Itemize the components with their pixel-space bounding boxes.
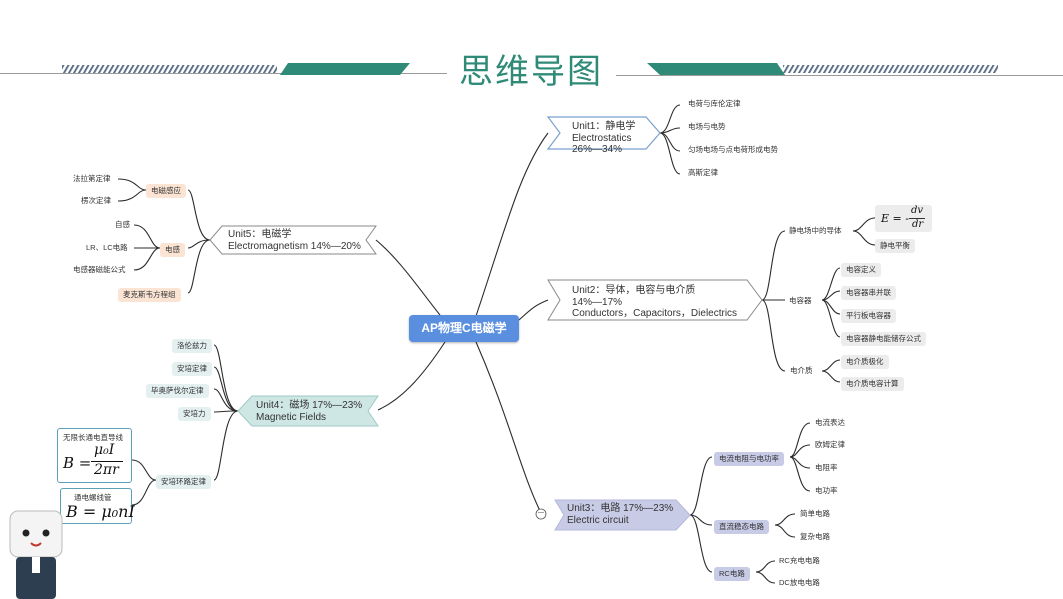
unit2-cap-item[interactable]: 电容定义 [841,263,881,277]
formula-straight-wire-bar [91,461,123,462]
unit3-group[interactable]: 电流电阻与电功率 [714,452,784,466]
unit5-label[interactable]: Unit5：电磁学 Electromagnetism 14%—20% [228,229,361,252]
formula-solenoid: 通电螺线管 B = μ₀nI [60,488,135,524]
link-unit1 [475,132,549,317]
mascot-eye-right [42,529,50,537]
unit2-shape [547,279,763,321]
unit4-item[interactable]: 安培力 [178,407,211,421]
unit3-subtitle: Electric circuit [567,514,629,526]
collapse-circle [535,508,547,520]
unit1-label[interactable]: Unit1：静电学 Electrostatics 26%—34% [572,121,635,156]
unit4-item[interactable]: 安培定律 [172,362,212,376]
unit1-title: Unit1：静电学 [572,121,636,132]
unit1-item[interactable]: 电场与电势 [688,122,726,131]
unit3-item[interactable]: 简单电路 [800,509,830,518]
unit5-ind-item[interactable]: 法拉第定律 [73,174,111,183]
unit3-item[interactable]: 复杂电路 [800,532,830,541]
unit4-item[interactable]: 洛伦兹力 [172,339,212,353]
link-unit3 [475,341,542,514]
unit1-item[interactable]: 电荷与库伦定律 [688,99,741,108]
unit1-subtitle: Electrostatics [572,132,632,144]
header-right-line [616,75,1063,76]
formula-straight-wire-lhs: B = [63,454,92,472]
unit5-indc-item[interactable]: LR、LC电路 [86,243,128,252]
unit5-title: Unit5：电磁学 [228,229,292,240]
unit5-induction[interactable]: 电磁感应 [146,184,186,198]
unit2-label[interactable]: Unit2：导体，电容与电介质 14%—17% Conductors，Capac… [572,285,737,320]
unit4-item[interactable]: 毕奥萨伐尔定律 [146,384,209,398]
formula-straight-wire-num: μ₀I [94,442,115,458]
formula-straight-wire-label: 无限长通电直导线 [63,433,123,442]
unit3-shape [554,499,691,531]
unit5-maxwell[interactable]: 麦克斯韦方程组 [118,288,181,302]
formula-solenoid-label: 通电螺线管 [74,493,112,502]
link-unit2 [518,299,549,321]
page-title: 思维导图 [459,52,603,92]
unit2-capacitor[interactable]: 电容器 [789,296,812,305]
formula-e-box: E = - dv dr [875,205,932,232]
formula-e-den: dr [912,219,924,230]
formula-e-bar [909,218,925,219]
unit2-cap-item[interactable]: 平行板电容器 [841,309,896,323]
unit2-cap-item[interactable]: 电容器串并联 [841,286,896,300]
unit2-die-item[interactable]: 电介质电容计算 [841,377,904,391]
unit1-item[interactable]: 高斯定律 [688,168,718,177]
unit3-item[interactable]: 电功率 [815,486,838,495]
unit4-label[interactable]: Unit4：磁场 17%—23% Magnetic Fields [256,400,362,423]
unit3-item[interactable]: 欧姆定律 [815,440,845,449]
unit3-group[interactable]: 直流稳态电路 [714,520,769,534]
unit3-item[interactable]: 电阻率 [815,463,838,472]
formula-e-lhs: E = - [881,212,909,225]
unit4-shape [237,395,379,427]
unit5-shape [209,225,377,255]
unit2-static[interactable]: 静电平衡 [875,239,915,253]
unit3-item[interactable]: 电流表达 [815,418,845,427]
unit3-label[interactable]: Unit3：电路 17%—23% Electric circuit [567,503,673,526]
formula-straight-wire: 无限长通电直导线 B = μ₀I 2πr [57,428,132,483]
header-hatch-left [62,65,277,73]
mascot-collar [32,557,40,573]
unit1-item[interactable]: 匀场电场与点电荷形成电势 [688,145,778,154]
link-unit4 [377,341,446,411]
unit2-dielectric[interactable]: 电介质 [790,366,813,375]
unit5-subtitle: Electromagnetism 14%—20% [228,240,361,252]
unit4-subtitle: Magnetic Fields [256,411,327,423]
unit5-inductance[interactable]: 电感 [160,243,185,257]
unit1-shape [546,116,661,150]
formula-solenoid-expr: B = μ₀nI [66,502,135,521]
unit3-item[interactable]: DC放电电路 [779,578,820,587]
link-unit5 [375,239,441,316]
mascot-body [16,557,56,599]
unit5-indc-item[interactable]: 电感器磁能公式 [73,265,126,274]
unit4-ampere-loop[interactable]: 安培环路定律 [156,475,211,489]
unit4-title: Unit4：磁场 17%—23% [256,400,363,411]
mascot-illustration [9,510,63,599]
unit2-cap-item[interactable]: 电容器静电能储存公式 [841,332,926,346]
unit2-conductor[interactable]: 静电场中的导体 [789,226,842,235]
center-node[interactable]: AP物理C电磁学 [409,315,519,342]
mascot-eye-left [22,529,30,537]
mascot-head [9,510,63,558]
header-hatch-right [783,65,998,73]
header-decoration [62,63,998,75]
unit3-group[interactable]: RC电路 [714,567,750,581]
formula-e-num: dv [911,205,924,216]
unit3-item[interactable]: RC充电电路 [779,556,820,565]
header-band-right [647,63,785,75]
header-band-left [280,63,410,75]
collapse-icon[interactable]: — [538,510,544,516]
mascot-mouth [30,542,42,547]
unit2-die-item[interactable]: 电介质极化 [841,355,889,369]
unit5-indc-item[interactable]: 自感 [115,220,130,229]
unit5-ind-item[interactable]: 楞次定律 [81,196,111,205]
unit2-title: Unit2：导体，电容与电介质 [572,285,696,296]
unit2-subtitle: Conductors，Capacitors，Dielectrics [572,308,738,319]
header-left-line [0,73,447,74]
unit2-weight: 14%—17% [572,296,623,308]
unit3-title: Unit3：电路 17%—23% [567,503,674,514]
unit1-weight: 26%—34% [572,144,623,155]
formula-straight-wire-den: 2πr [94,462,119,478]
